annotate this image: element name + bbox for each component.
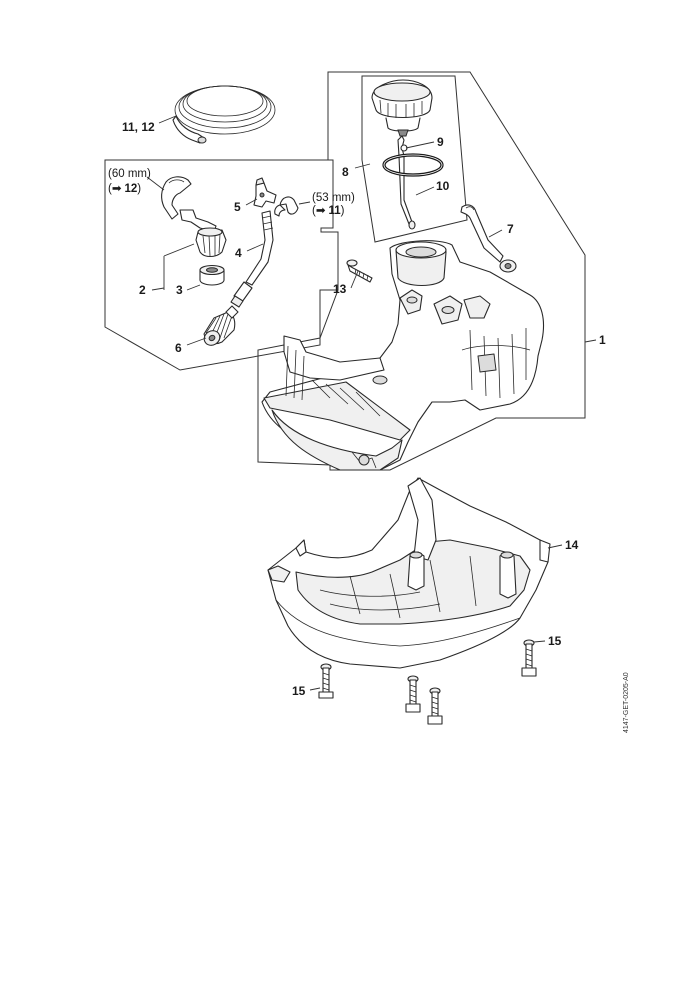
note-ref-12: (➡12): [108, 183, 141, 195]
note-ref-11-close: ): [341, 205, 345, 217]
leader-9: [405, 141, 435, 149]
leader-4: [246, 243, 264, 252]
leader-7: [488, 229, 503, 238]
callout-13: 13: [333, 282, 347, 296]
pickup-body: [179, 209, 227, 258]
callout-14: 14: [565, 538, 579, 552]
tank-assembly-frame: [257, 71, 586, 471]
callout-11-12: 11, 12: [122, 120, 155, 134]
note-length-60mm: (60 mm): [108, 168, 151, 180]
note-ref-12-arrow: (➡: [108, 183, 122, 195]
screw-13: [346, 259, 373, 283]
note-ref-11-arrow: (➡: [312, 205, 326, 217]
leader-3: [186, 284, 201, 291]
leader-60mm: [146, 176, 165, 191]
screw-15-center-a: [405, 675, 421, 713]
fuel-filter: [203, 305, 239, 346]
note-ref-11: (➡11): [312, 205, 345, 217]
callout-15-left: 15: [292, 684, 306, 698]
o-ring: [382, 153, 444, 177]
cap-tether: [397, 135, 416, 230]
grommet: [199, 264, 225, 286]
tank-shroud: [267, 477, 551, 669]
fuel-hose-coil: [172, 85, 276, 144]
callout-4: 4: [235, 246, 242, 260]
filler-cap: [371, 79, 433, 137]
leader-6: [186, 337, 207, 346]
callout-6: 6: [175, 341, 182, 355]
callout-5: 5: [234, 200, 241, 214]
leader-14: [547, 544, 563, 549]
callout-7: 7: [507, 222, 514, 236]
callout-15-right: 15: [548, 634, 562, 648]
leader-10: [415, 186, 435, 196]
fuel-tank: [261, 240, 545, 471]
note-length-53mm: (53 mm): [312, 192, 355, 204]
leader-15-left: [309, 687, 321, 691]
callout-1: 1: [599, 333, 606, 347]
cap-group-frame: [361, 75, 468, 243]
leader-13: [350, 270, 359, 289]
leader-1: [584, 339, 597, 343]
screw-15-right: [521, 639, 537, 677]
figure-code: 4147-GET-0205-A0: [623, 672, 630, 733]
short-hose-53mm: [274, 196, 299, 217]
note-ref-12-num: 12: [124, 183, 137, 195]
leader-8: [354, 163, 371, 169]
note-ref-12-close: ): [137, 183, 141, 195]
screw-15-left: [318, 663, 334, 699]
leader-2: [151, 243, 195, 291]
callout-8: 8: [342, 165, 349, 179]
leader-5: [245, 198, 258, 206]
callout-10: 10: [436, 179, 450, 193]
note-ref-11-num: 11: [328, 205, 341, 217]
elbow-fitting: [253, 177, 277, 208]
tank-vent: [460, 204, 517, 273]
screw-15-center-b: [427, 687, 443, 725]
callout-2: 2: [139, 283, 146, 297]
leader-15-right: [533, 640, 546, 643]
leader-11-12: [158, 115, 177, 124]
fuel-pickup-hose: [230, 210, 274, 308]
callout-3: 3: [176, 283, 183, 297]
callout-9: 9: [437, 135, 444, 149]
leader-53mm: [298, 201, 311, 205]
hose-60mm: [161, 176, 192, 220]
